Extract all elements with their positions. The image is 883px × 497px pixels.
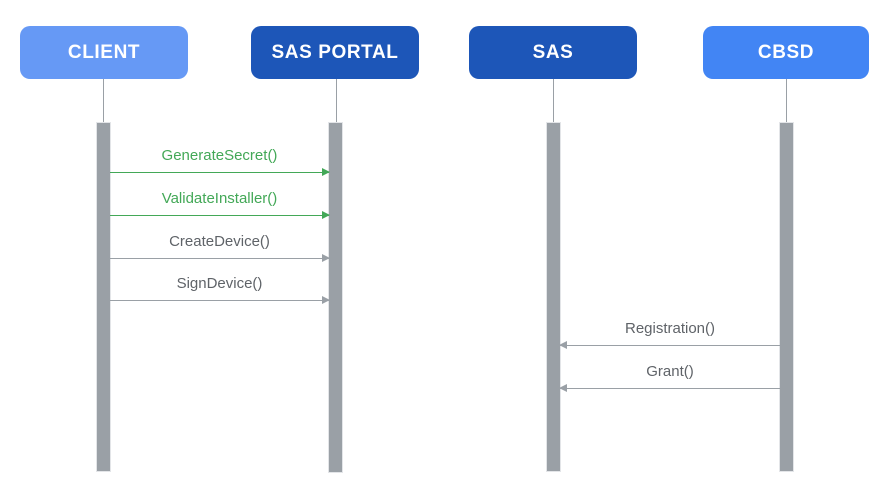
message-line-grant	[560, 388, 780, 389]
arrow-head-left-icon	[559, 383, 567, 392]
message-label-validate-installer: ValidateInstaller()	[161, 190, 278, 207]
arrow-head-right-icon	[322, 253, 330, 262]
message-label-sign-device: SignDevice()	[176, 275, 263, 292]
participant-box-sas-portal[interactable]: SAS PORTAL	[251, 26, 419, 79]
lifeline-sas	[553, 79, 554, 122]
arrow-head-right-icon	[322, 167, 330, 176]
lifeline-cbsd	[786, 79, 787, 122]
lifeline-client	[103, 79, 104, 122]
participant-box-sas[interactable]: SAS	[469, 26, 637, 79]
arrow-head-right-icon	[322, 210, 330, 219]
participant-box-cbsd[interactable]: CBSD	[703, 26, 869, 79]
message-line-validate-installer	[110, 215, 329, 216]
message-line-sign-device	[110, 300, 329, 301]
message-line-generate-secret	[110, 172, 329, 173]
arrow-head-left-icon	[559, 340, 567, 349]
participant-label-client: CLIENT	[67, 41, 141, 63]
message-label-registration: Registration()	[624, 320, 716, 337]
arrow-head-right-icon	[322, 295, 330, 304]
activation-bar-client	[96, 122, 111, 472]
participant-label-sas: SAS	[532, 41, 574, 63]
activation-bar-sas	[546, 122, 561, 472]
message-line-registration	[560, 345, 780, 346]
activation-bar-cbsd	[779, 122, 794, 472]
message-line-create-device	[110, 258, 329, 259]
message-label-grant: Grant()	[646, 363, 694, 380]
participant-box-client[interactable]: CLIENT	[20, 26, 188, 79]
participant-label-sas-portal: SAS PORTAL	[271, 41, 399, 63]
message-label-generate-secret: GenerateSecret()	[161, 147, 278, 164]
participant-label-cbsd: CBSD	[757, 41, 815, 63]
lifeline-sas-portal	[336, 79, 337, 122]
message-label-create-device: CreateDevice()	[169, 233, 270, 250]
activation-bar-sas-portal	[328, 122, 343, 473]
